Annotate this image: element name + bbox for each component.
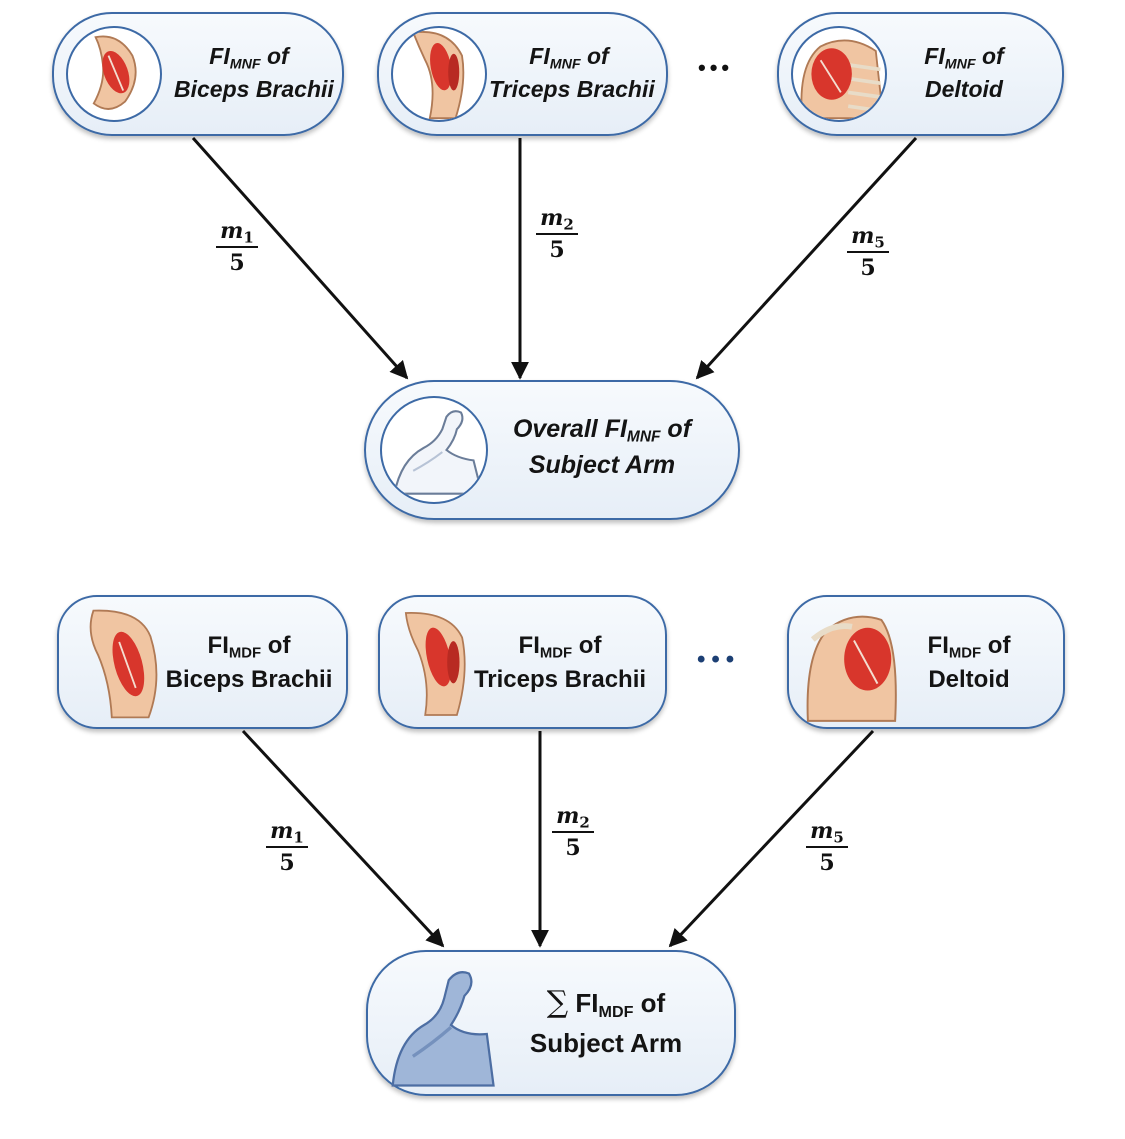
node-fimnf-biceps: FIMNF of Biceps Brachii: [52, 12, 344, 136]
weight-top-m5: m5 5: [838, 223, 898, 281]
node-fimnf-triceps: FIMNF of Triceps Brachii: [377, 12, 668, 136]
label-fimdf-biceps: FIMDF of Biceps Brachii: [165, 632, 333, 694]
label-fimdf-triceps: FIMDF of Triceps Brachii: [473, 632, 647, 694]
arrow-top-biceps: [191, 137, 409, 380]
label-fimnf-triceps: FIMNF of Triceps Brachii: [489, 43, 655, 102]
weight-bottom-m1: m1 5: [257, 818, 317, 876]
label-overall-fimnf: Overall FIMNF of Subject Arm: [512, 415, 692, 479]
biceps-icon: [66, 26, 162, 122]
flexed-arm-icon: [380, 396, 488, 504]
weight-top-m2: m2 5: [527, 205, 587, 263]
weight-top-m1: m1 5: [207, 218, 267, 276]
weight-bottom-m5: m5 5: [797, 818, 857, 876]
sigma-symbol: ∑: [546, 985, 569, 1020]
ellipsis-top: •••: [698, 55, 734, 80]
arrow-top-deltoid: [695, 136, 918, 380]
node-fimnf-deltoid: FIMNF of Deltoid: [777, 12, 1064, 136]
node-overall-fimnf: Overall FIMNF of Subject Arm: [364, 380, 740, 520]
label-sum-fimdf: ∑ FIMDF of Subject Arm: [529, 985, 683, 1058]
deltoid-icon: [791, 26, 887, 122]
weight-bottom-m2: m2 5: [543, 803, 603, 861]
triceps-icon: [391, 26, 487, 122]
ellipsis-bottom: •••: [697, 646, 741, 673]
node-fimdf-deltoid: FIMDF of Deltoid: [787, 595, 1065, 729]
label-fimnf-biceps: FIMNF of Biceps Brachii: [174, 43, 334, 102]
deltoid-icon: [803, 605, 901, 723]
triceps-icon: [390, 605, 478, 723]
label-fimnf-deltoid: FIMNF of Deltoid: [924, 43, 1004, 102]
node-fimdf-biceps: FIMDF of Biceps Brachii: [57, 595, 348, 729]
label-fimdf-deltoid: FIMDF of Deltoid: [927, 632, 1011, 694]
node-sum-fimdf: ∑ FIMDF of Subject Arm: [366, 950, 736, 1096]
biceps-icon: [75, 605, 167, 723]
arrow-bottom-deltoid: [668, 729, 875, 948]
node-fimdf-triceps: FIMDF of Triceps Brachii: [378, 595, 667, 729]
flexed-arm-icon: [386, 960, 498, 1090]
arrow-bottom-biceps: [241, 729, 445, 948]
